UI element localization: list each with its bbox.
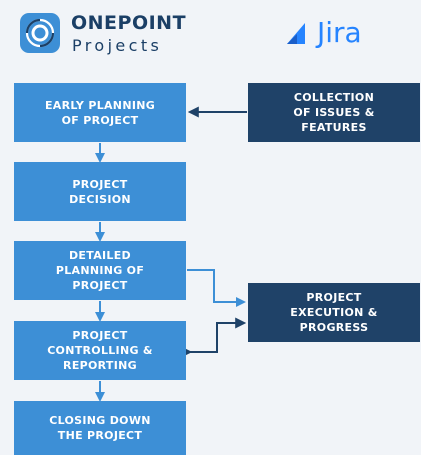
- project-decision-box: PROJECT DECISION: [14, 162, 186, 221]
- project-execution-box: PROJECT EXECUTION & PROGRESS: [248, 283, 420, 342]
- onepoint-logo-icon: [20, 13, 60, 53]
- closing-down-box: CLOSING DOWN THE PROJECT: [14, 401, 186, 455]
- onepoint-logo: ONEPOINT Projects: [20, 12, 186, 56]
- jira-logo-icon: [287, 23, 305, 44]
- jira-logo: Jira: [283, 16, 393, 52]
- onepoint-logo-subtitle: Projects: [72, 36, 163, 55]
- project-controlling-box: PROJECT CONTROLLING & REPORTING: [14, 321, 186, 380]
- onepoint-logo-name: ONEPOINT: [71, 12, 187, 34]
- detailed-planning-box: DETAILED PLANNING OF PROJECT: [14, 241, 186, 300]
- arrow-detailed-to-execution: [187, 269, 246, 307]
- jira-logo-name: Jira: [317, 16, 362, 49]
- arrow-execution-controlling: [181, 317, 247, 358]
- collection-of-issues-box: COLLECTION OF ISSUES & FEATURES: [248, 83, 420, 142]
- early-planning-box: EARLY PLANNING OF PROJECT: [14, 83, 186, 142]
